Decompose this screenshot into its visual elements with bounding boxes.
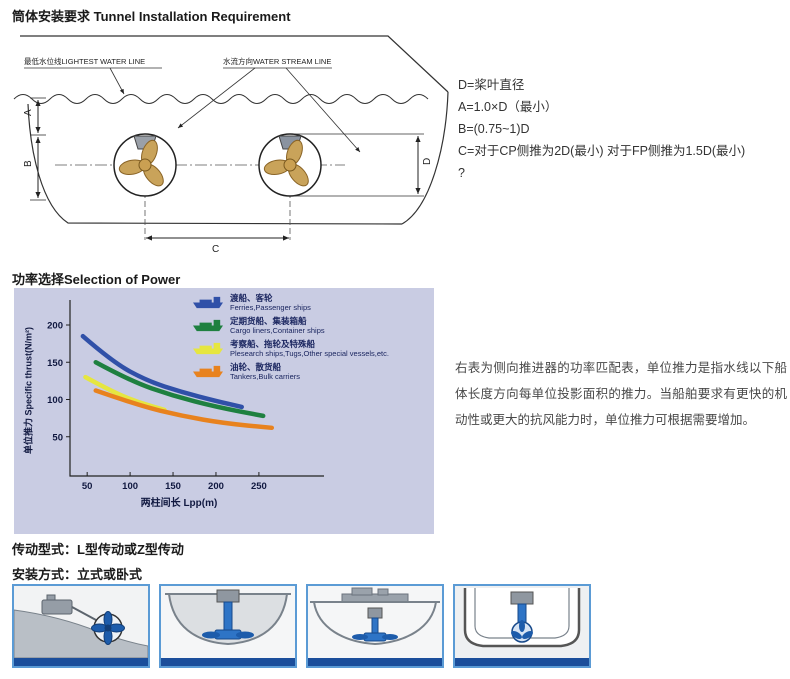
figure-caption-band	[14, 658, 148, 666]
figure-caption-band	[455, 658, 589, 666]
legend-label-cn: 油轮、散货船	[230, 362, 282, 372]
legend-label-en: Plesearch ships,Tugs,Other special vesse…	[230, 349, 389, 358]
chart-ylabel: 单位推力 Specific thrust(N/m²)	[23, 327, 34, 455]
spec-line: A=1.0×D（最小）	[458, 100, 558, 114]
installation-figure-4	[453, 584, 591, 668]
vessel-section-install-image	[308, 586, 442, 658]
ship-icon	[193, 365, 223, 378]
y-tick-label: 100	[47, 395, 63, 406]
dim-b-label: B	[23, 160, 34, 167]
tunnel-installation-title: 筒体安装要求 Tunnel Installation Requirement	[12, 9, 291, 24]
thruster-2	[258, 133, 322, 197]
series-curve	[93, 360, 266, 419]
stream-leader-1	[177, 67, 256, 129]
vertical-install-image	[161, 586, 295, 658]
tunnel-installation-diagram: A B D C 最低水位线LIGHTEST WATER LINE 水流方向WAT…	[10, 28, 455, 258]
ship-icon	[193, 342, 223, 355]
legend-label-en: Ferries,Passenger ships	[230, 303, 311, 312]
installation-figure-1	[12, 584, 150, 668]
chart-xlabel: 两柱间长 Lpp(m)	[140, 498, 218, 509]
legend-label-cn: 定期货船、集装箱船	[230, 316, 307, 326]
figure-caption-band	[308, 658, 442, 666]
stream-label: 水流方向WATER STREAM LINE	[223, 56, 331, 66]
dim-a-label: A	[23, 109, 34, 116]
y-tick-label: 50	[52, 432, 63, 443]
mounting-type-note: 安装方式：立式或卧式	[12, 567, 143, 582]
figure-caption-band	[161, 658, 295, 666]
x-tick-label: 50	[82, 481, 93, 492]
hull-diagram-svg: A B D C 最低水位线LIGHTEST WATER LINE 水流方向WAT…	[13, 35, 449, 255]
power-note-paragraph: 右表为侧向推进器的功率匹配表，单位推力是指水线以下船体长度方向每单位投影面积的推…	[455, 361, 787, 427]
spec-line: ?	[458, 166, 465, 180]
x-tick-label: 100	[122, 481, 138, 492]
y-tick-label: 150	[47, 358, 63, 369]
power-selection-title: 功率选择Selection of Power	[12, 272, 181, 287]
legend-label-cn: 考察船、拖轮及特殊船	[230, 339, 316, 349]
transmission-type-note: 传动型式：L型传动或Z型传动	[12, 542, 184, 557]
x-tick-label: 150	[165, 481, 181, 492]
waterline-label: 最低水位线LIGHTEST WATER LINE	[24, 56, 145, 66]
waterline-wave	[13, 94, 429, 104]
thruster-1	[113, 133, 177, 197]
spec-line: C=对于CP侧推为2D(最小) 对于FP侧推为1.5D(最小)	[458, 144, 746, 158]
chart-axes	[69, 300, 324, 477]
installation-figures	[12, 584, 591, 668]
installation-figure-2	[159, 584, 297, 668]
installation-figure-3	[306, 584, 444, 668]
compartment-install-image	[455, 586, 589, 658]
spec-line: B=(0.75~1)D	[458, 122, 530, 136]
legend-label-en: Tankers,Bulk carriers	[230, 372, 301, 381]
dim-d-label: D	[422, 158, 433, 165]
ship-icon	[193, 296, 223, 309]
hull-bottom-line	[27, 103, 403, 225]
bow-contour	[401, 91, 449, 225]
legend-label-en: Cargo liners,Container ships	[230, 326, 325, 335]
ship-icon	[193, 319, 223, 332]
spec-line: D=桨叶直径	[458, 78, 525, 92]
spec-notes: D=桨叶直径 A=1.0×D（最小） B=(0.75~1)D C=对于CP侧推为…	[458, 74, 786, 184]
waterline-leader	[109, 67, 125, 95]
deck-line	[20, 35, 449, 93]
dim-c-label: C	[212, 244, 219, 255]
stream-leader-2	[285, 67, 361, 153]
horizontal-install-image	[14, 586, 148, 658]
legend-label-cn: 渡船、客轮	[230, 293, 273, 303]
dimension-ticks-left	[30, 97, 46, 201]
y-tick-label: 200	[47, 321, 63, 332]
power-chart-svg: 50 100 150 200 50 100 150 200 250	[47, 300, 324, 492]
series-curve	[80, 333, 244, 410]
x-tick-label: 200	[208, 481, 224, 492]
series-curve	[93, 388, 275, 431]
x-tick-label: 250	[251, 481, 267, 492]
